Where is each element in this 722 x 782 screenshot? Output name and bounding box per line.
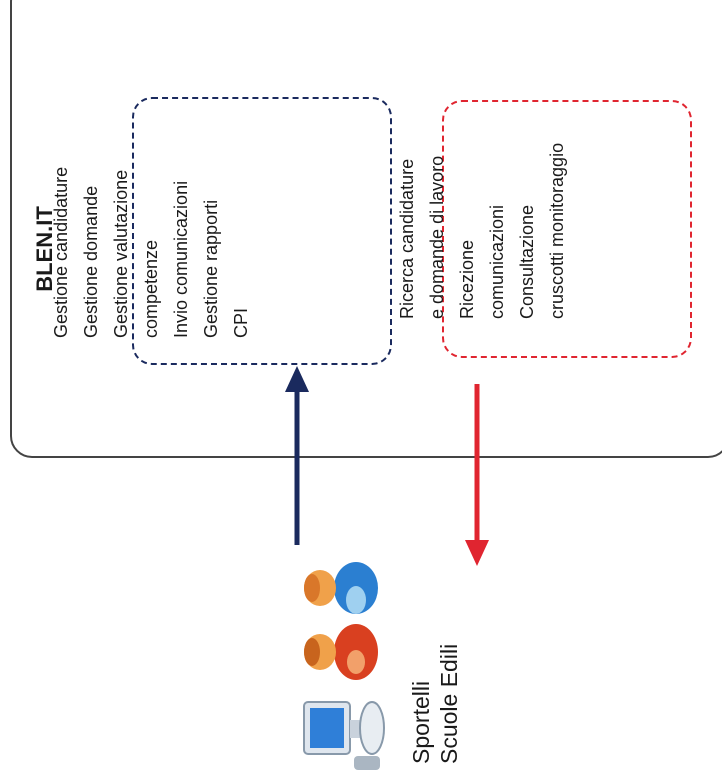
blue-item: competenze xyxy=(141,239,161,338)
red-item: cruscotti monitoraggio xyxy=(547,142,567,319)
person-red-icon xyxy=(304,624,378,680)
actor-label-line1: Sportelli xyxy=(408,680,434,764)
people-computer-icon xyxy=(303,562,385,770)
person-blue-icon xyxy=(304,562,378,614)
blue-function-list: Gestione candidature Gestione domande Ge… xyxy=(46,76,256,338)
blue-function-box xyxy=(132,97,392,365)
blue-item: Invio comunicazioni xyxy=(171,180,191,338)
blue-item: Gestione rapporti xyxy=(201,199,221,338)
actor-label: Sportelli Scuole Edili xyxy=(407,604,463,764)
computer-icon xyxy=(303,701,385,770)
blue-item: Gestione domande xyxy=(81,185,101,338)
red-item: Ricezione xyxy=(457,239,477,319)
red-item: comunicazioni xyxy=(487,204,507,319)
blue-item: Gestione valutazione xyxy=(111,169,131,338)
red-item: e domande di lavoro xyxy=(427,155,447,319)
blue-item: Gestione candidature xyxy=(51,166,71,338)
red-item: Ricerca candidature xyxy=(397,158,417,319)
system-container xyxy=(10,0,722,458)
blue-item: CPI xyxy=(231,307,251,338)
red-item: Consultazione xyxy=(517,204,537,319)
actor-label-line2: Scuole Edili xyxy=(436,643,462,764)
red-function-box xyxy=(442,100,692,358)
red-function-list: Ricerca candidature e domande di lavoro … xyxy=(392,63,568,319)
